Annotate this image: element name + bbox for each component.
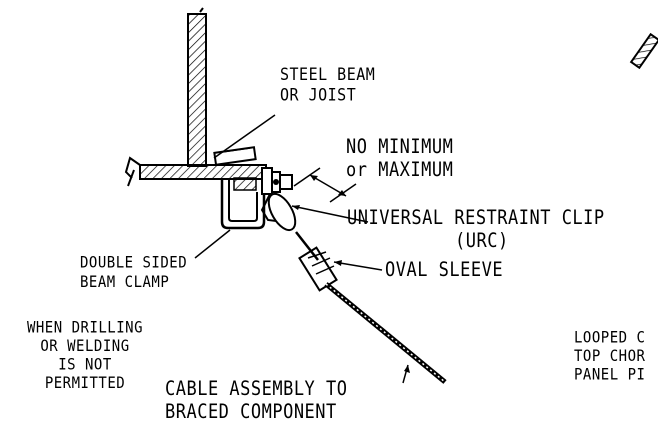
steel-beam-label-line1: STEEL BEAM — [280, 63, 376, 85]
beam-clamp-label-line2: BEAM CLAMP — [80, 273, 170, 292]
drilling-note-line3: IS NOT — [58, 355, 112, 375]
cable-assembly-line1: CABLE ASSEMBLY TO — [165, 377, 348, 401]
urc-label-line1: UNIVERSAL RESTRAINT CLIP — [347, 206, 605, 230]
partial-hatched-member-right — [629, 32, 658, 70]
leader-lines — [194, 114, 410, 384]
cable-assembly-label: CABLE ASSEMBLY TO BRACED COMPONENT — [165, 377, 348, 424]
steel-beam-label-line2: OR JOIST — [280, 84, 357, 106]
drilling-note-line4: PERMITTED — [44, 374, 126, 393]
no-minimum-line1: NO MINIMUM — [346, 135, 454, 159]
no-minimum-line2: or MAXIMUM — [346, 158, 454, 182]
looped-label-line3: PANEL PI — [574, 365, 646, 385]
looped-label-line1: LOOPED C — [574, 328, 646, 348]
drilling-note-line2: OR WELDING — [40, 337, 130, 356]
steel-beam-web — [187, 7, 207, 167]
double-sided-beam-clamp — [220, 177, 266, 230]
urc-bolt — [261, 167, 293, 195]
urc-label: UNIVERSAL RESTRAINT CLIP (URC) — [347, 206, 605, 253]
steel-beam-label: STEEL BEAM OR JOIST — [280, 63, 376, 106]
looped-top-chord-label-cropped: LOOPED C TOP CHOR PANEL PI — [574, 330, 645, 383]
looped-label-line2: TOP CHOR — [574, 347, 646, 366]
beam-clamp-label: DOUBLE SIDED BEAM CLAMP — [80, 255, 187, 291]
drilling-welding-note: WHEN DRILLING OR WELDING IS NOT PERMITTE… — [10, 320, 160, 391]
oval-sleeve-label: OVAL SLEEVE — [385, 258, 504, 282]
oval-sleeve — [298, 246, 338, 292]
cable — [295, 231, 447, 384]
no-minimum-maximum-label: NO MINIMUM or MAXIMUM — [346, 135, 454, 182]
dimension-lines — [293, 167, 357, 203]
urc-label-line2: (URC) — [455, 229, 509, 253]
beam-clamp-label-line1: DOUBLE SIDED — [80, 253, 188, 273]
universal-restraint-clip — [260, 192, 297, 232]
cable-assembly-line2: BRACED COMPONENT — [165, 400, 337, 424]
drilling-note-line1: WHEN DRILLING — [26, 318, 144, 338]
clamp-top-screw — [213, 146, 257, 166]
